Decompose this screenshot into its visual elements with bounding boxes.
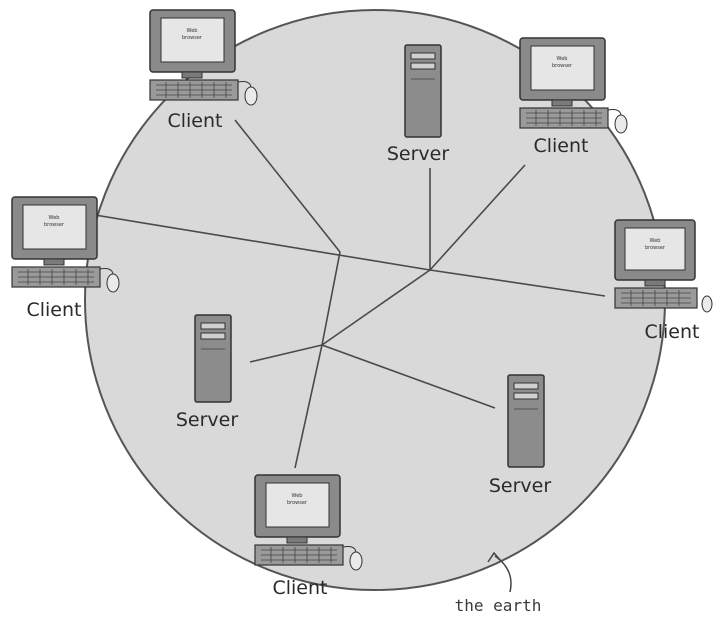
client-computer: Web browser — [254, 474, 363, 571]
screen-text-web: Web — [650, 238, 661, 244]
link-client2-hub — [94, 214, 431, 271]
client-computer: Web browser — [11, 196, 120, 293]
client-label: Client — [644, 321, 699, 343]
client-label: Client — [26, 299, 81, 321]
mouse-icon — [614, 114, 628, 134]
server-label: Server — [489, 475, 551, 497]
server-tower — [404, 44, 442, 138]
screen-text-web: Web — [49, 215, 60, 221]
client-label: Client — [272, 577, 327, 599]
monitor-stand — [43, 258, 65, 266]
mouse-cable — [237, 81, 252, 88]
client-computer: Web browser — [149, 9, 258, 106]
keyboard-keys — [156, 82, 232, 98]
client-label: Client — [167, 110, 222, 132]
server-tower — [194, 314, 232, 403]
monitor-stand — [551, 99, 573, 107]
drive-bay — [200, 332, 226, 340]
mouse-icon — [701, 295, 713, 313]
screen — [160, 17, 225, 63]
screen — [624, 227, 686, 271]
screen-text-web: Web — [292, 493, 303, 499]
keyboard-keys — [526, 110, 602, 126]
screen-text-browser: browser — [182, 35, 203, 41]
mouse-icon — [106, 273, 120, 293]
server-label: Server — [176, 409, 238, 431]
keyboard-keys — [261, 547, 337, 563]
mouse-icon — [349, 551, 363, 571]
screen — [530, 45, 595, 91]
drive-bay — [200, 322, 226, 330]
mouse-cable — [342, 546, 357, 553]
earth-arrowhead — [487, 551, 502, 563]
monitor-stand — [644, 279, 666, 287]
link-client4-hub — [429, 269, 606, 297]
link-hub2-hub — [321, 269, 431, 346]
screen-text-browser: browser — [645, 245, 666, 251]
link-client1-hub — [234, 119, 341, 253]
client-computer: Web browser — [614, 219, 713, 313]
link-server3-hub — [321, 344, 496, 409]
screen-text-browser: browser — [44, 222, 65, 228]
screen-text-web: Web — [187, 28, 198, 34]
screen — [265, 482, 330, 528]
earth-label: the earth — [455, 596, 542, 615]
client-label: Client — [533, 135, 588, 157]
link-hub-hub — [321, 251, 341, 346]
monitor-stand — [286, 536, 308, 544]
link-server2-hub — [249, 344, 323, 363]
screen-text-web: Web — [557, 56, 568, 62]
server-tower — [507, 374, 545, 468]
keyboard-keys — [18, 269, 94, 285]
server-label: Server — [387, 143, 449, 165]
mouse-cable — [99, 268, 114, 275]
link-client3-hub — [429, 164, 526, 271]
drive-bay — [410, 62, 436, 70]
client-computer: Web browser — [519, 37, 628, 134]
mouse-icon — [244, 86, 258, 106]
drive-bay — [410, 52, 436, 60]
monitor-stand — [181, 71, 203, 79]
screen — [22, 204, 87, 250]
screen-text-browser: browser — [287, 500, 308, 506]
network-lines — [94, 119, 606, 469]
mouse-cable — [607, 109, 622, 116]
screen-text-browser: browser — [552, 63, 573, 69]
keyboard-keys — [621, 290, 691, 306]
drive-bay — [513, 382, 539, 390]
link-client5-hub — [294, 344, 323, 469]
drive-bay — [513, 392, 539, 400]
